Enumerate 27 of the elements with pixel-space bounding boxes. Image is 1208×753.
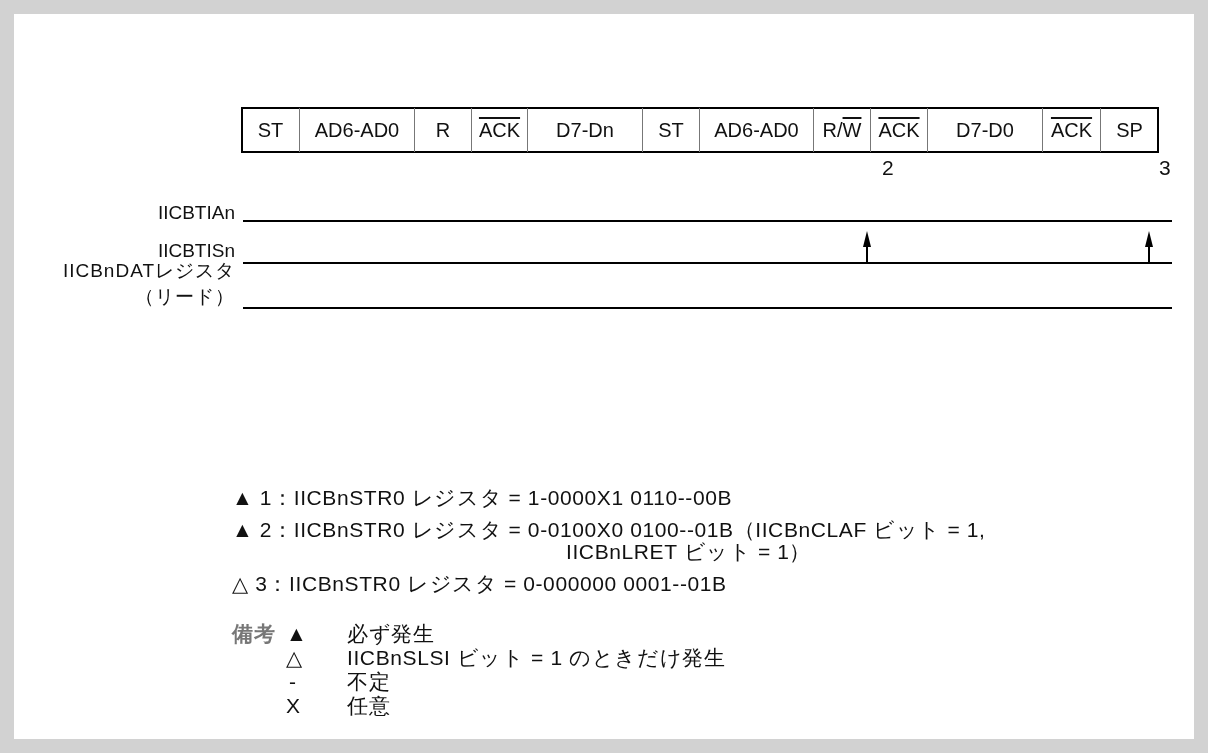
symbol-text: - [289, 670, 297, 694]
symbol-text: △ [286, 646, 303, 670]
remark-text: IICBnSLSI ビット = 1 のときだけ発生 [347, 646, 726, 670]
symbol-text: X [286, 694, 301, 718]
signal-name: IICBTIAn [157, 201, 235, 225]
frame-cell: ST [643, 108, 700, 152]
frame-cell: D7-D0 [928, 108, 1043, 152]
remark-text: 任意 [347, 694, 391, 718]
remark-text: 必ず発生 [347, 622, 435, 646]
frame-cell: ACK [472, 108, 528, 152]
frame-cell: AD6-AD0 [700, 108, 814, 152]
frame-cell: ST [242, 108, 300, 152]
callout-number: 3 [1159, 156, 1172, 180]
frame-cell: ACK [871, 108, 928, 152]
note-text: △ 3：IICBnSTR0 レジスタ = 0-000000 0001--01B [232, 572, 727, 596]
note-text: ▲ 2：IICBnSTR0 レジスタ = 0-0100X0 0100--01B（IICBnCLAF ビット = 1, IICBnLRET ビット = 1） [232, 519, 987, 563]
callout-number: 2 [882, 156, 895, 180]
remark-heading: 備考 [232, 622, 276, 646]
frame-cell: R [415, 108, 472, 152]
frame-cell: SP [1101, 108, 1158, 152]
note-text: ▲ 1：IICBnSTR0 レジスタ = 1-0000X1 0110--00B [232, 486, 733, 510]
symbol-text: ▲ [286, 622, 308, 646]
frame-cell: R/W [814, 108, 871, 152]
frame-cell: ACK [1043, 108, 1101, 152]
remark-text: 不定 [347, 670, 391, 694]
frame-cell: AD6-AD0 [300, 108, 415, 152]
frame-cell: D7-Dn [528, 108, 643, 152]
